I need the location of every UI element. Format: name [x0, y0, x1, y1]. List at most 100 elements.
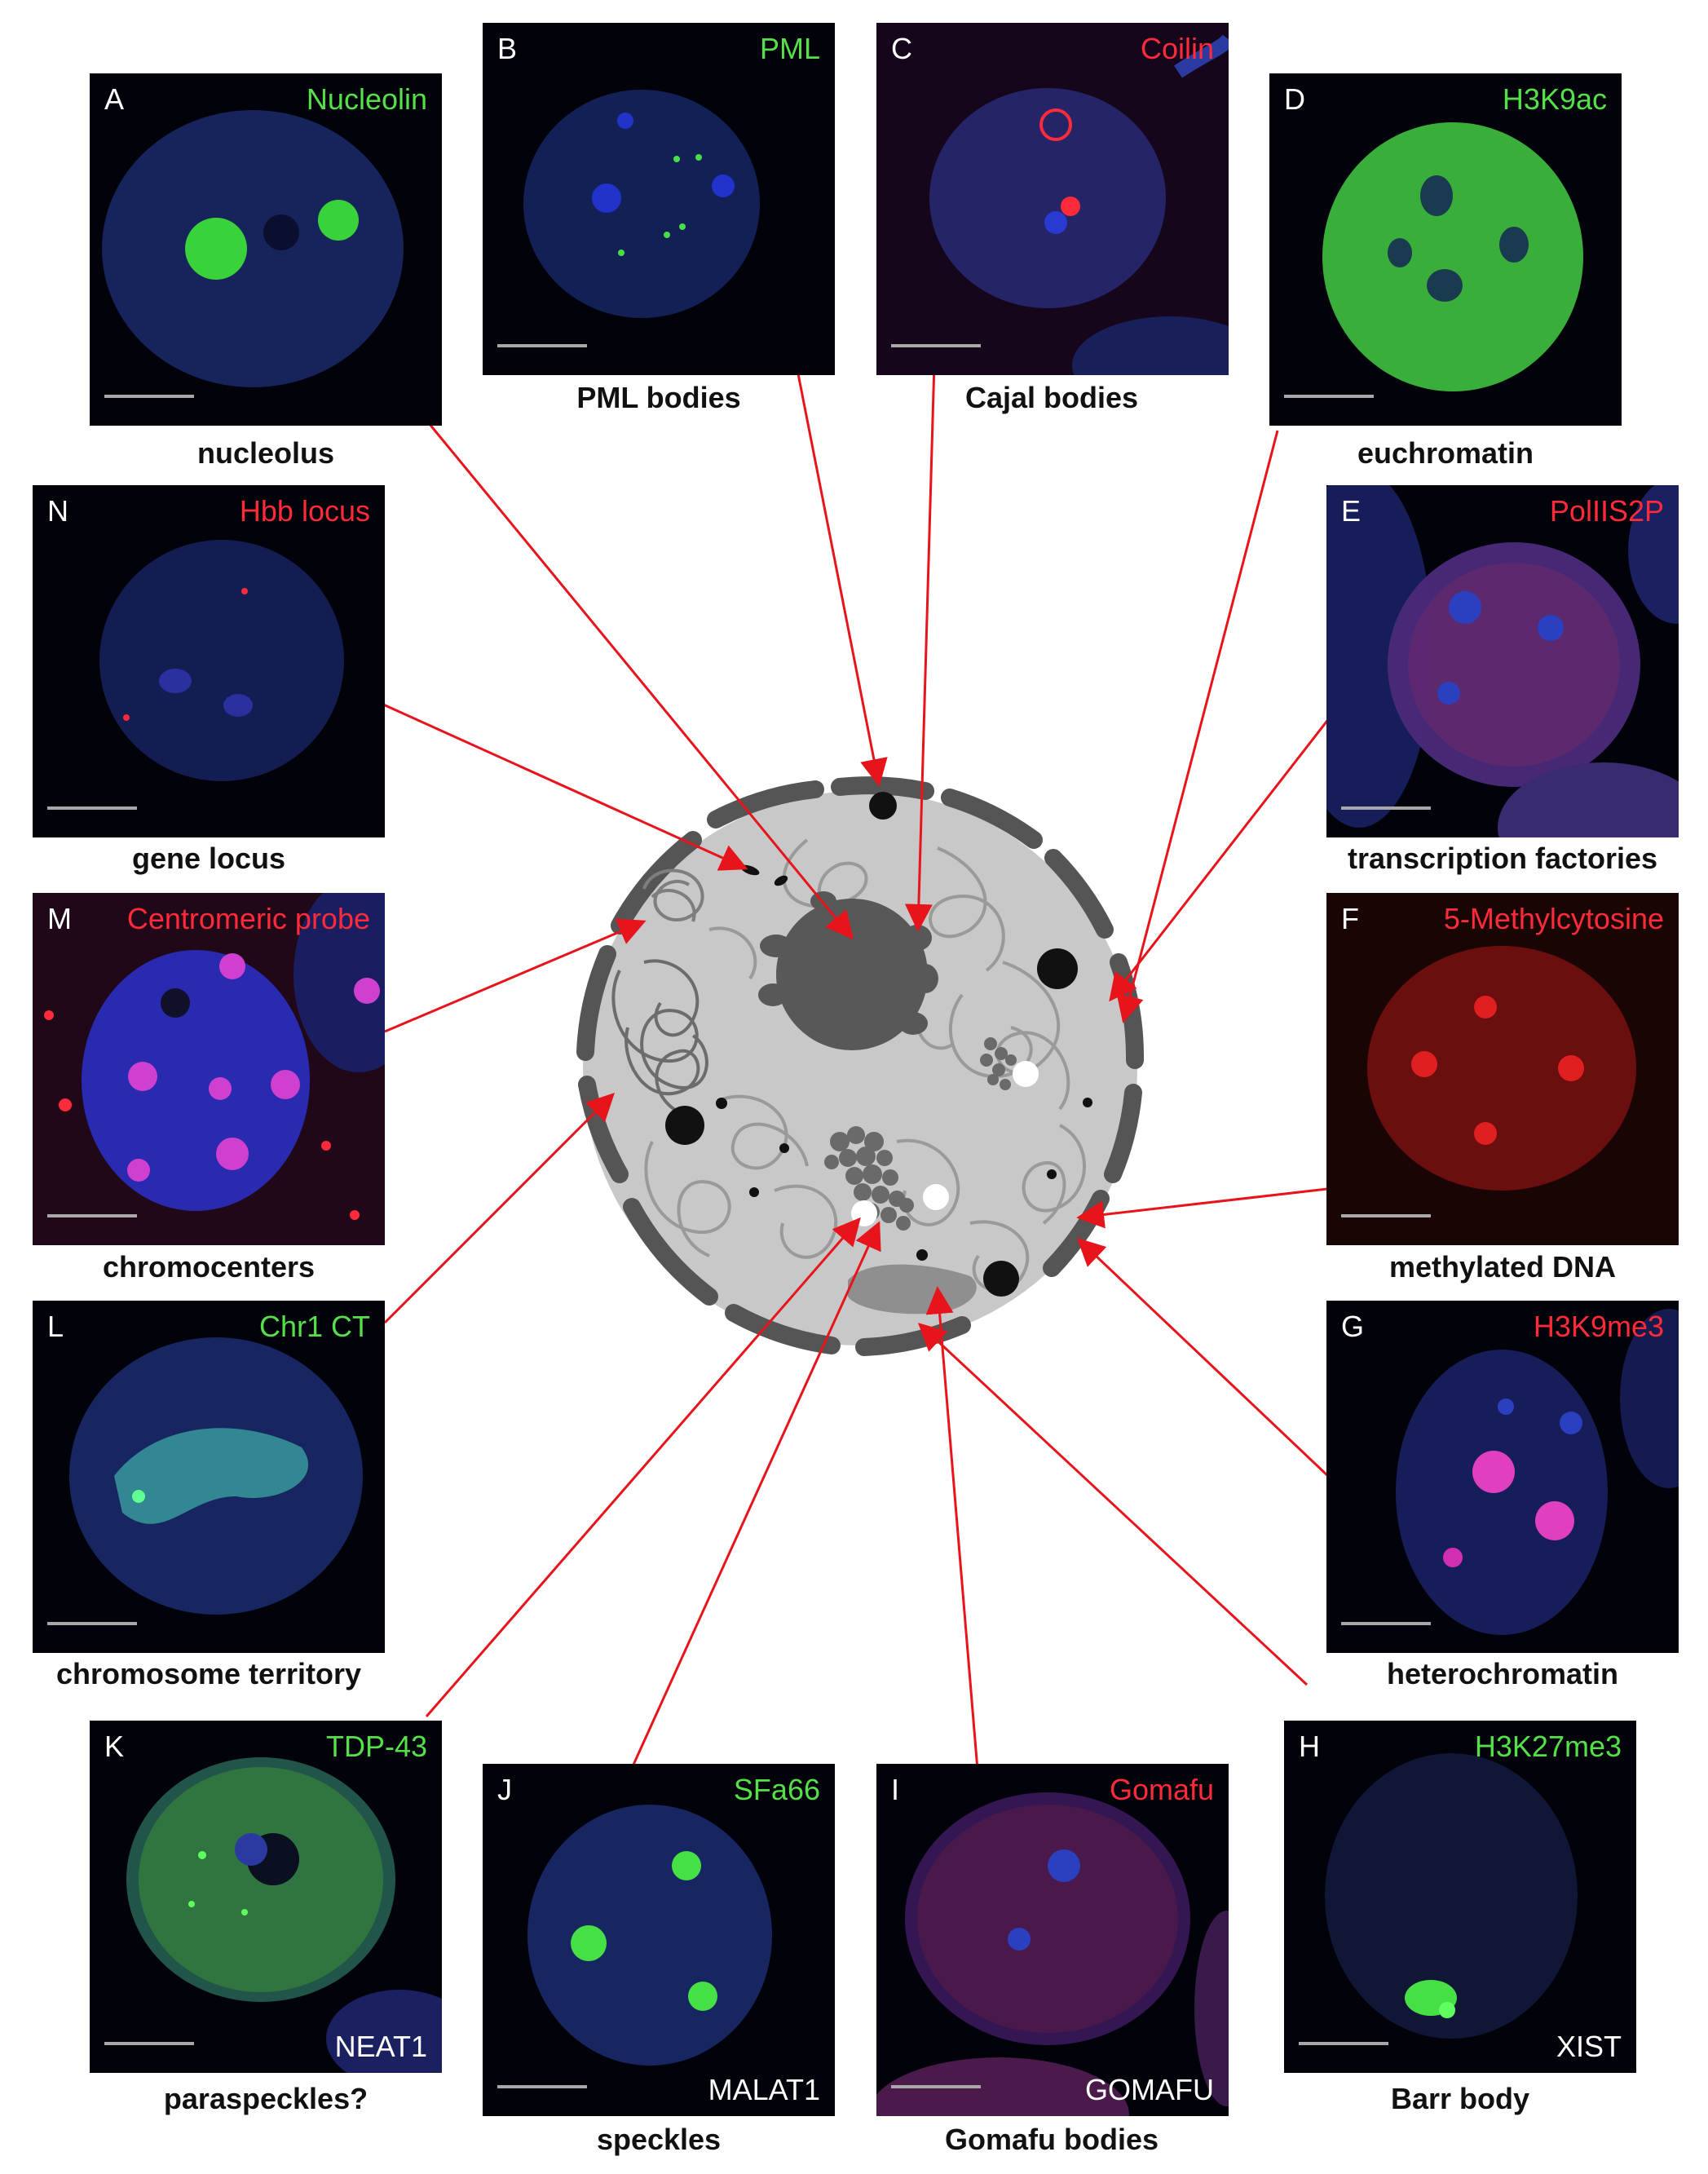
panel-rna-label: NEAT1	[334, 2030, 427, 2063]
panel-letter: D	[1284, 82, 1305, 116]
panel-letter: C	[891, 32, 912, 65]
micrograph-j	[527, 1805, 772, 2066]
scale-bar	[891, 344, 981, 347]
micrograph-d	[1322, 122, 1583, 391]
scale-bar	[497, 2085, 587, 2088]
panel-b: B PML	[483, 23, 835, 375]
panel-caption-a: nucleolus	[196, 436, 335, 470]
panel-caption-e: transcription factories	[1347, 842, 1658, 875]
nuclear-envelope	[576, 776, 1145, 1356]
panel-letter: J	[497, 1773, 512, 1806]
panel-caption-f: methylated DNA	[1388, 1250, 1617, 1284]
nuclear-bodies-white	[851, 1061, 1039, 1226]
micrograph-c	[876, 23, 1229, 375]
chromosome-territory-schematic	[611, 959, 708, 1119]
nuclear-bodies-dark	[665, 792, 1092, 1297]
arrow-paraspeckles	[425, 1217, 861, 1717]
scale-bar	[1341, 1214, 1431, 1217]
scale-bar	[104, 395, 194, 398]
micrograph-i	[876, 1792, 1229, 2116]
arrow-gene-locus	[372, 698, 748, 871]
panel-letter: N	[47, 494, 68, 528]
panel-letter: M	[47, 902, 72, 935]
scale-bar	[1341, 806, 1431, 810]
panel-caption-l: chromosome territory	[55, 1657, 362, 1690]
arrow-euchromatin	[1116, 430, 1279, 1023]
micrograph-a	[102, 110, 404, 387]
panel-letter: B	[497, 32, 518, 65]
scale-bar	[1341, 1622, 1431, 1625]
nucleolus-lobes	[758, 891, 938, 1035]
panel-i: I Gomafu GOMAFU	[876, 1764, 1229, 2116]
panel-marker: Centromeric probe	[126, 902, 370, 935]
panel-caption-i: Gomafu bodies	[944, 2123, 1159, 2156]
panel-letter: E	[1341, 494, 1362, 528]
panel-letter: A	[104, 82, 125, 116]
micrograph-g	[1396, 1309, 1679, 1635]
panel-letter: K	[104, 1730, 125, 1763]
scale-bar	[47, 806, 137, 810]
panel-n: N Hbb locus	[33, 485, 385, 837]
panel-e: E PolIIS2P	[1326, 485, 1679, 837]
panel-g: G H3K9me3	[1326, 1301, 1679, 1653]
arrow-gomafu	[925, 1286, 980, 1780]
scale-bar	[47, 1214, 137, 1217]
panel-c: C Coilin	[876, 23, 1229, 375]
panel-caption-m: chromocenters	[102, 1250, 316, 1284]
panel-d: D H3K9ac	[1269, 73, 1622, 426]
panel-m: M Centromeric probe	[33, 893, 385, 1245]
panel-l: L Chr1 CT	[33, 1301, 385, 1653]
scale-bar	[47, 1622, 137, 1625]
panel-rna-label: GOMAFU	[1085, 2073, 1214, 2106]
panel-k: K TDP-43 NEAT1	[90, 1721, 442, 2073]
panel-marker: H3K9ac	[1502, 82, 1607, 116]
annotation-arrows	[372, 348, 1347, 1780]
nucleolus-schematic	[776, 899, 928, 1050]
micrograph-h	[1325, 1753, 1578, 2039]
arrow-transcription	[1109, 699, 1345, 1002]
chromatin-fibers	[644, 838, 1086, 1292]
panel-marker: Chr1 CT	[258, 1310, 370, 1343]
panel-marker: Hbb locus	[239, 494, 370, 528]
speckle-clusters	[824, 1037, 1017, 1231]
panel-letter: F	[1341, 902, 1359, 935]
panel-caption-n: gene locus	[131, 842, 286, 875]
panel-letter: G	[1341, 1310, 1365, 1343]
scale-bar	[1299, 2042, 1388, 2045]
panel-a: A Nucleolin	[90, 73, 442, 426]
panel-marker: H3K9me3	[1533, 1310, 1664, 1343]
panel-marker: Coilin	[1140, 32, 1214, 65]
scale-bar	[104, 2042, 194, 2045]
panel-marker: H3K27me3	[1474, 1730, 1622, 1763]
arrow-speckles	[628, 1221, 881, 1774]
panel-marker: PolIIS2P	[1549, 494, 1664, 528]
scale-bar	[891, 2085, 981, 2088]
chromocenter-tangle	[642, 868, 704, 922]
nucleus-interior	[583, 791, 1137, 1345]
panel-marker: Gomafu	[1109, 1773, 1214, 1806]
micrograph-f	[1326, 893, 1679, 1245]
panel-caption-c: Cajal bodies	[964, 381, 1139, 414]
micrograph-e	[1326, 485, 1679, 837]
arrow-pml	[792, 348, 888, 787]
panel-caption-g: heterochromatin	[1386, 1657, 1619, 1690]
barr-body-schematic	[848, 1264, 977, 1315]
panel-caption-k: paraspeckles?	[163, 2082, 369, 2115]
micrograph-k	[126, 1757, 442, 2073]
scale-bar	[1284, 395, 1374, 398]
arrow-barr-body	[917, 1323, 1309, 1686]
panel-h: H H3K27me3 XIST	[1284, 1721, 1636, 2073]
micrograph-n	[99, 540, 344, 781]
micrograph-l	[69, 1337, 363, 1615]
arrow-methylated	[1076, 1187, 1328, 1229]
arrow-chromocenters	[384, 918, 647, 1033]
arrow-chromosome-territory	[383, 1092, 616, 1324]
micrograph-b	[523, 90, 760, 318]
nucleus-schematic	[576, 776, 1145, 1356]
panel-rna-label: XIST	[1556, 2030, 1622, 2063]
panel-marker: 5-Methylcytosine	[1443, 902, 1664, 935]
panel-marker: Nucleolin	[306, 82, 427, 116]
scale-bar	[497, 344, 587, 347]
panel-marker: TDP-43	[325, 1730, 427, 1763]
